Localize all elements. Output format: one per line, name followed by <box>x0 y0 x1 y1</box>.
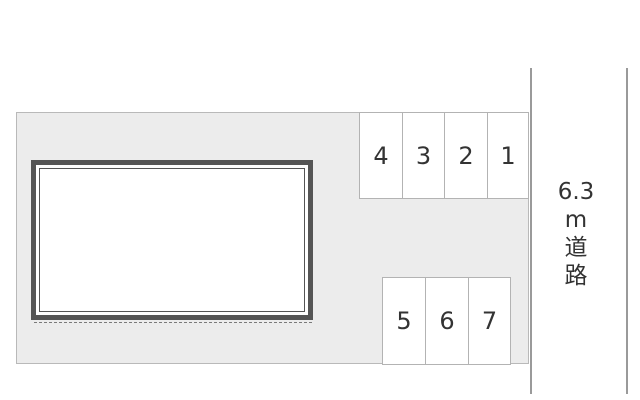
parking-space-5: 5 <box>382 277 426 365</box>
road-label-char: 道 <box>564 235 588 261</box>
road-label: 6.3 m 道 路 <box>552 178 600 290</box>
building-eave-dashed-line <box>34 322 312 323</box>
parking-space-number: 7 <box>481 307 498 335</box>
parking-space-number: 5 <box>396 307 412 335</box>
parking-space-2: 2 <box>444 112 488 199</box>
road-width: 6.3 <box>557 179 595 205</box>
road-edge-right <box>626 68 628 394</box>
parking-space-number: 4 <box>373 141 389 170</box>
road-label-char: 路 <box>564 263 588 289</box>
parking-space-number: 2 <box>458 141 474 170</box>
parking-space-number: 3 <box>415 141 432 170</box>
parking-space-7: 7 <box>468 277 511 365</box>
road-edge-left <box>530 68 532 394</box>
building-outline <box>31 160 313 320</box>
parking-space-number: 6 <box>439 307 455 335</box>
parking-space-1: 1 <box>487 112 529 199</box>
parking-space-6: 6 <box>425 277 469 365</box>
parking-space-4: 4 <box>359 112 403 199</box>
parking-space-number: 1 <box>500 141 516 170</box>
parking-space-3: 3 <box>402 112 445 199</box>
road-width-unit: m <box>564 207 588 233</box>
